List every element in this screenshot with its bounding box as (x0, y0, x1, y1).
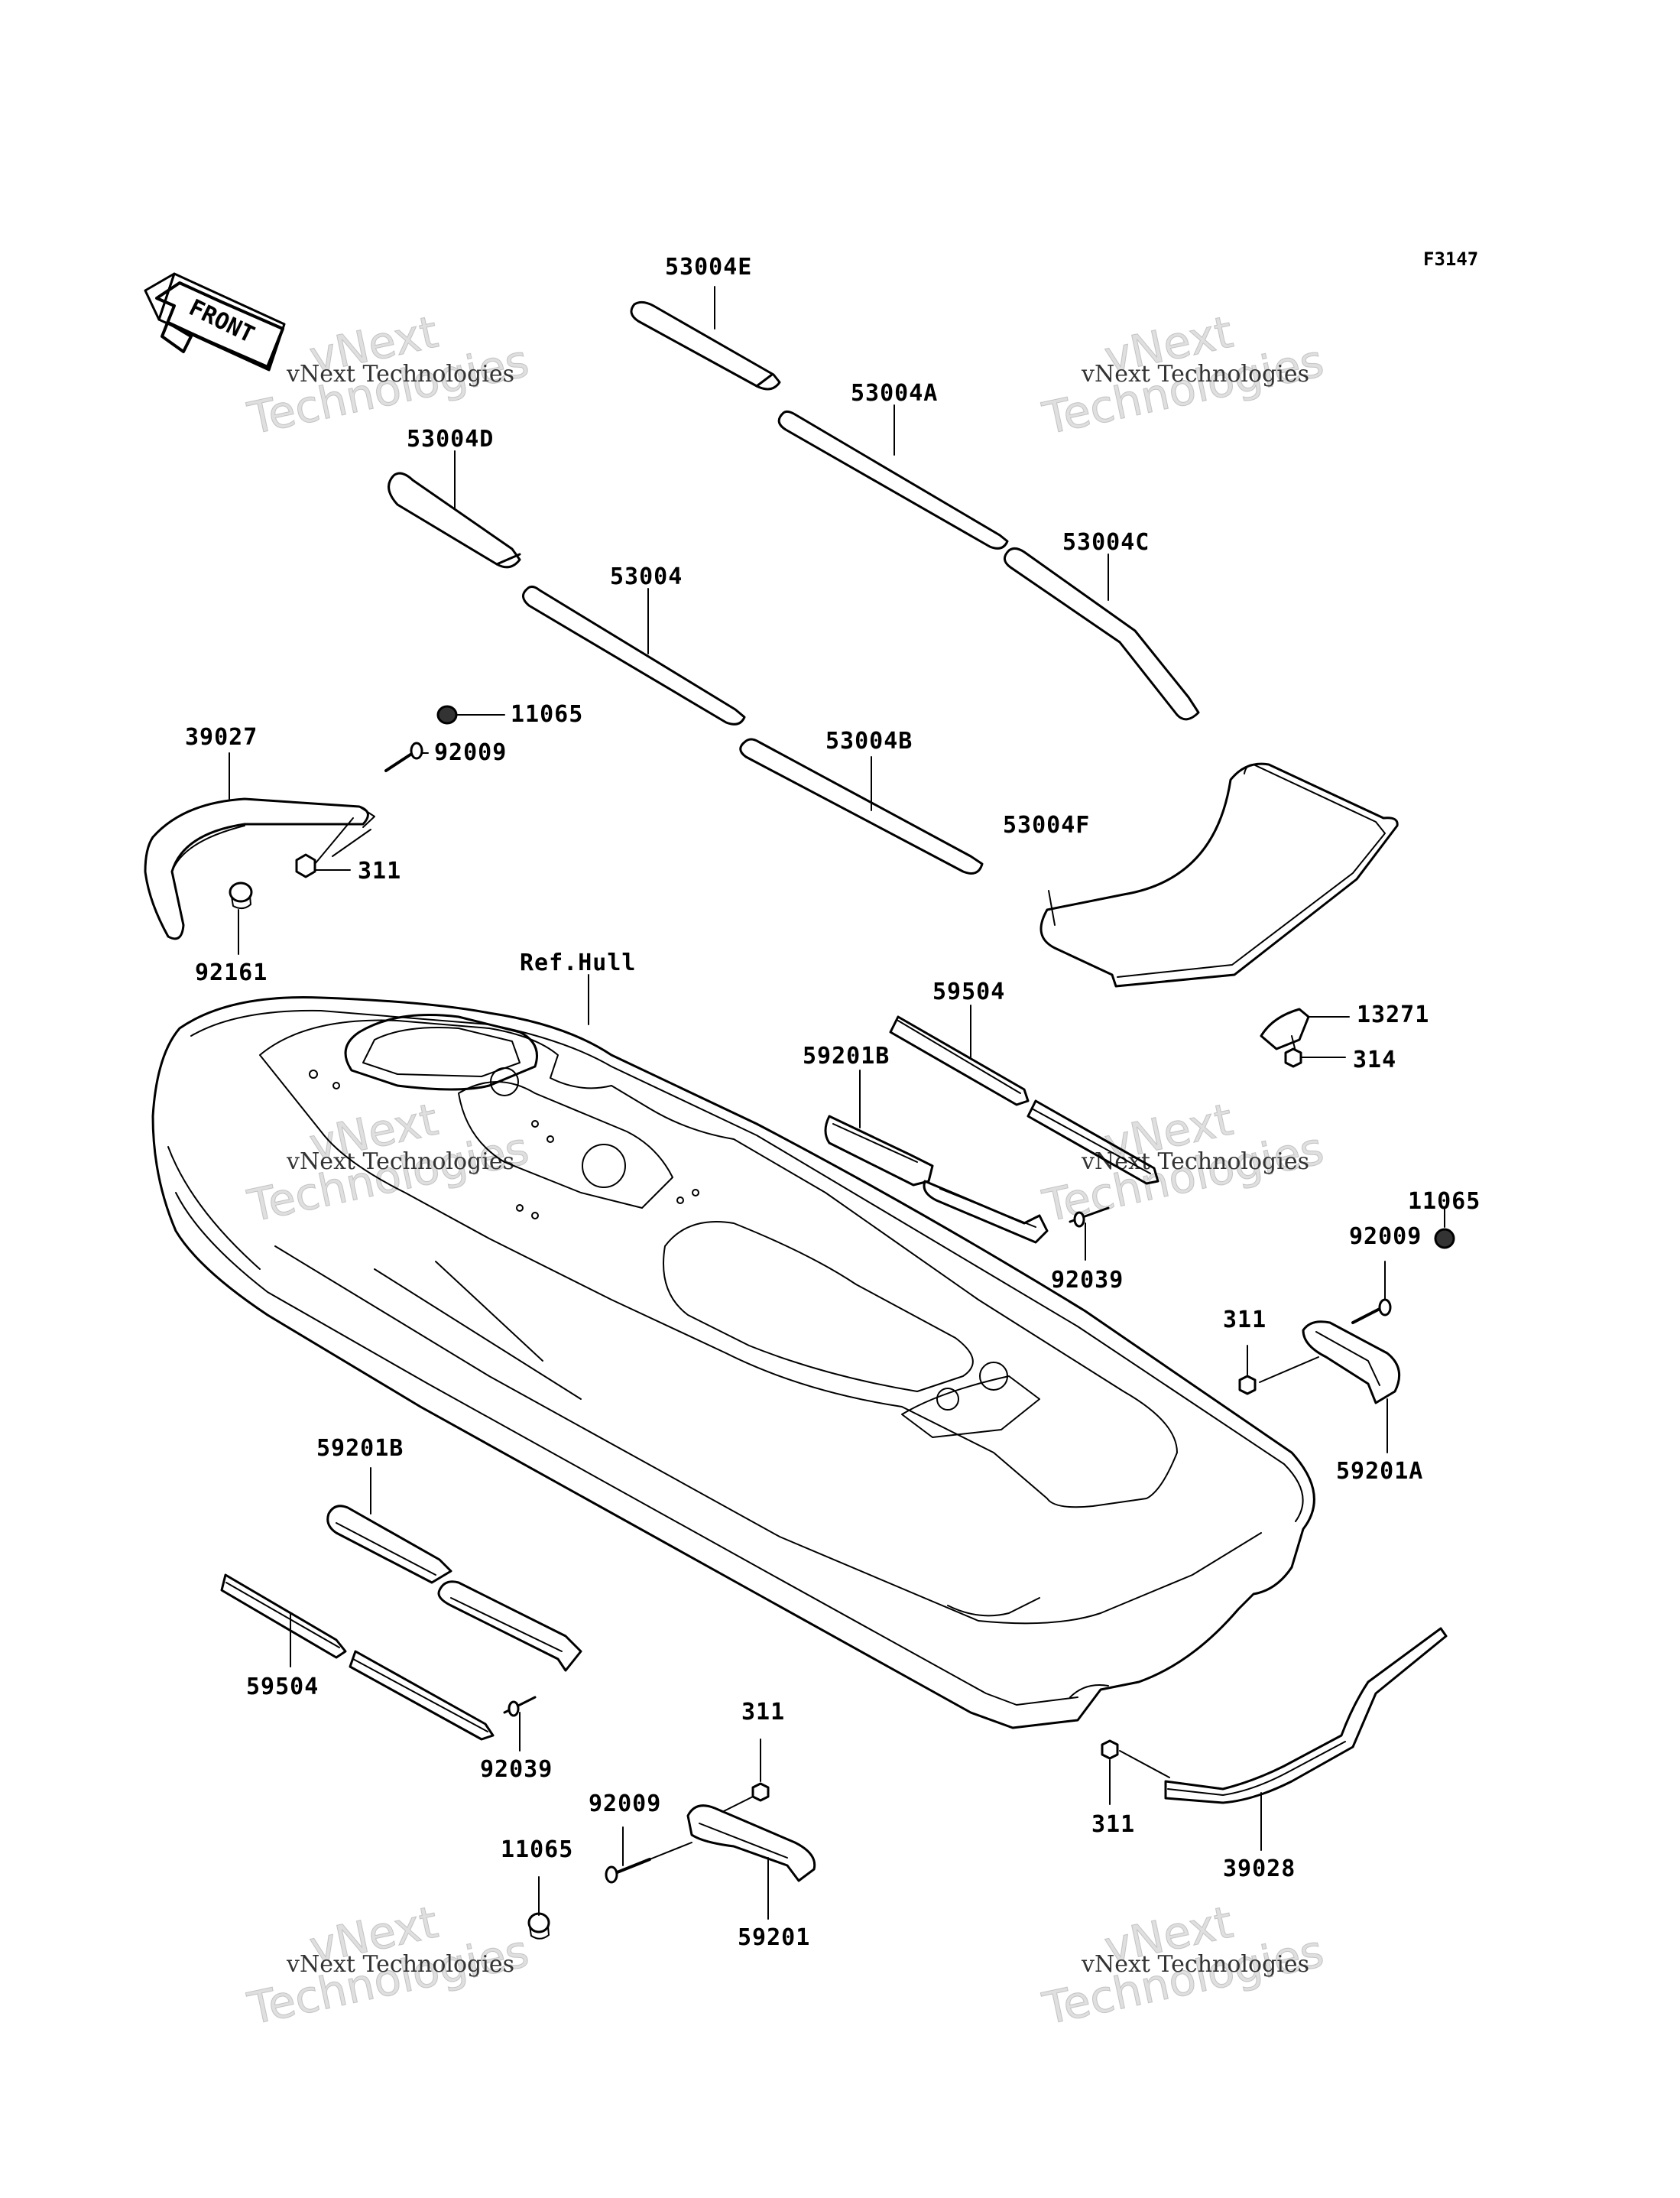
part-label-53004B: 53004B (825, 728, 913, 755)
strake-59504-bottom (220, 1573, 495, 1741)
plug-11065-bottom (527, 1876, 550, 1940)
part-label-53004C: 53004C (1062, 529, 1150, 556)
cap-92161 (229, 881, 253, 955)
plug-11065-right (1434, 1207, 1455, 1249)
bolt-92009-right (1351, 1261, 1392, 1324)
part-label-59504-bottom: 59504 (246, 1674, 319, 1700)
part-label-59201B-top: 59201B (803, 1043, 890, 1070)
watermark: vNext Technologies (1082, 1953, 1309, 1976)
bolt-92009-bottom (605, 1826, 692, 1884)
part-label-53004E: 53004E (665, 254, 753, 281)
part-label-311-right: 311 (1223, 1307, 1267, 1333)
watermark: vNext Technologies (287, 363, 514, 386)
nut-311-right (1238, 1345, 1319, 1395)
watermark-small: vNext Technologies (1082, 361, 1310, 388)
part-label-311-rear: 311 (1091, 1811, 1136, 1838)
watermark: vNext Technologies (287, 1953, 514, 1976)
pin-92039-right (1069, 1206, 1110, 1261)
part-label-59201B-bottom: 59201B (316, 1435, 404, 1462)
watermark-small: vNext Technologies (287, 1951, 515, 1978)
part-label-311-top: 311 (358, 858, 402, 885)
part-label-59201A: 59201A (1336, 1458, 1424, 1485)
nut-314 (1284, 1047, 1346, 1068)
part-label-92039-bottom: 92039 (480, 1756, 553, 1783)
mat-53004F (1039, 762, 1399, 988)
watermark: vNext Technologies (287, 1151, 514, 1174)
strake-59201 (686, 1804, 816, 1920)
strake-59201B-top (824, 1070, 1049, 1244)
part-label-11065-right: 11065 (1408, 1188, 1481, 1215)
part-label-39027: 39027 (185, 724, 258, 751)
bumper-39028 (1164, 1627, 1448, 1851)
part-label-92009-top: 92009 (434, 739, 508, 766)
mat-53004D (388, 450, 521, 569)
part-label-53004A: 53004A (851, 380, 939, 407)
mat-53004B (739, 738, 984, 875)
bumper-39027 (144, 752, 375, 940)
front-arrow-icon: FRONT (144, 272, 286, 372)
nut-311-bottom (722, 1739, 770, 1813)
mat-53004 (522, 585, 746, 726)
part-label-92039-right: 92039 (1051, 1267, 1124, 1294)
mat-53004C (1004, 547, 1200, 721)
bolt-92009-top (332, 742, 429, 857)
part-label-39028: 39028 (1223, 1855, 1296, 1882)
part-label-11065-top: 11065 (511, 701, 584, 728)
watermark-small: vNext Technologies (287, 361, 515, 388)
part-label-53004F: 53004F (1003, 812, 1091, 839)
part-label-11065-bottom: 11065 (501, 1836, 574, 1863)
ref-hull-label: Ref.Hull (520, 950, 637, 976)
nut-311-rear (1101, 1739, 1170, 1805)
plug-11065-top (436, 705, 505, 725)
part-label-314: 314 (1353, 1047, 1397, 1073)
strake-59504-top (889, 1005, 1159, 1185)
watermark: vNext Technologies (1082, 363, 1309, 386)
watermark-small: vNext Technologies (287, 1148, 515, 1175)
part-label-92009-bottom: 92009 (589, 1791, 662, 1817)
bracket-13271 (1260, 1008, 1350, 1052)
pin-92039-bottom (503, 1696, 537, 1752)
part-label-53004: 53004 (610, 563, 683, 590)
part-label-59201: 59201 (738, 1924, 811, 1951)
nut-311-top (295, 817, 354, 878)
strake-59201A (1302, 1320, 1401, 1453)
mat-53004E (630, 286, 781, 391)
part-label-92009-right: 92009 (1349, 1223, 1422, 1250)
part-label-53004D: 53004D (407, 426, 495, 453)
part-label-13271: 13271 (1357, 1002, 1430, 1028)
mat-53004A (777, 404, 1009, 550)
part-label-311-bottom: 311 (741, 1699, 786, 1726)
part-label-92161: 92161 (195, 959, 268, 986)
hull (151, 974, 1315, 1729)
strake-59201B-bottom (326, 1467, 582, 1672)
part-label-59504-top: 59504 (932, 979, 1006, 1005)
figure-code: F3147 (1423, 248, 1479, 270)
watermark-small: vNext Technologies (1082, 1951, 1310, 1978)
